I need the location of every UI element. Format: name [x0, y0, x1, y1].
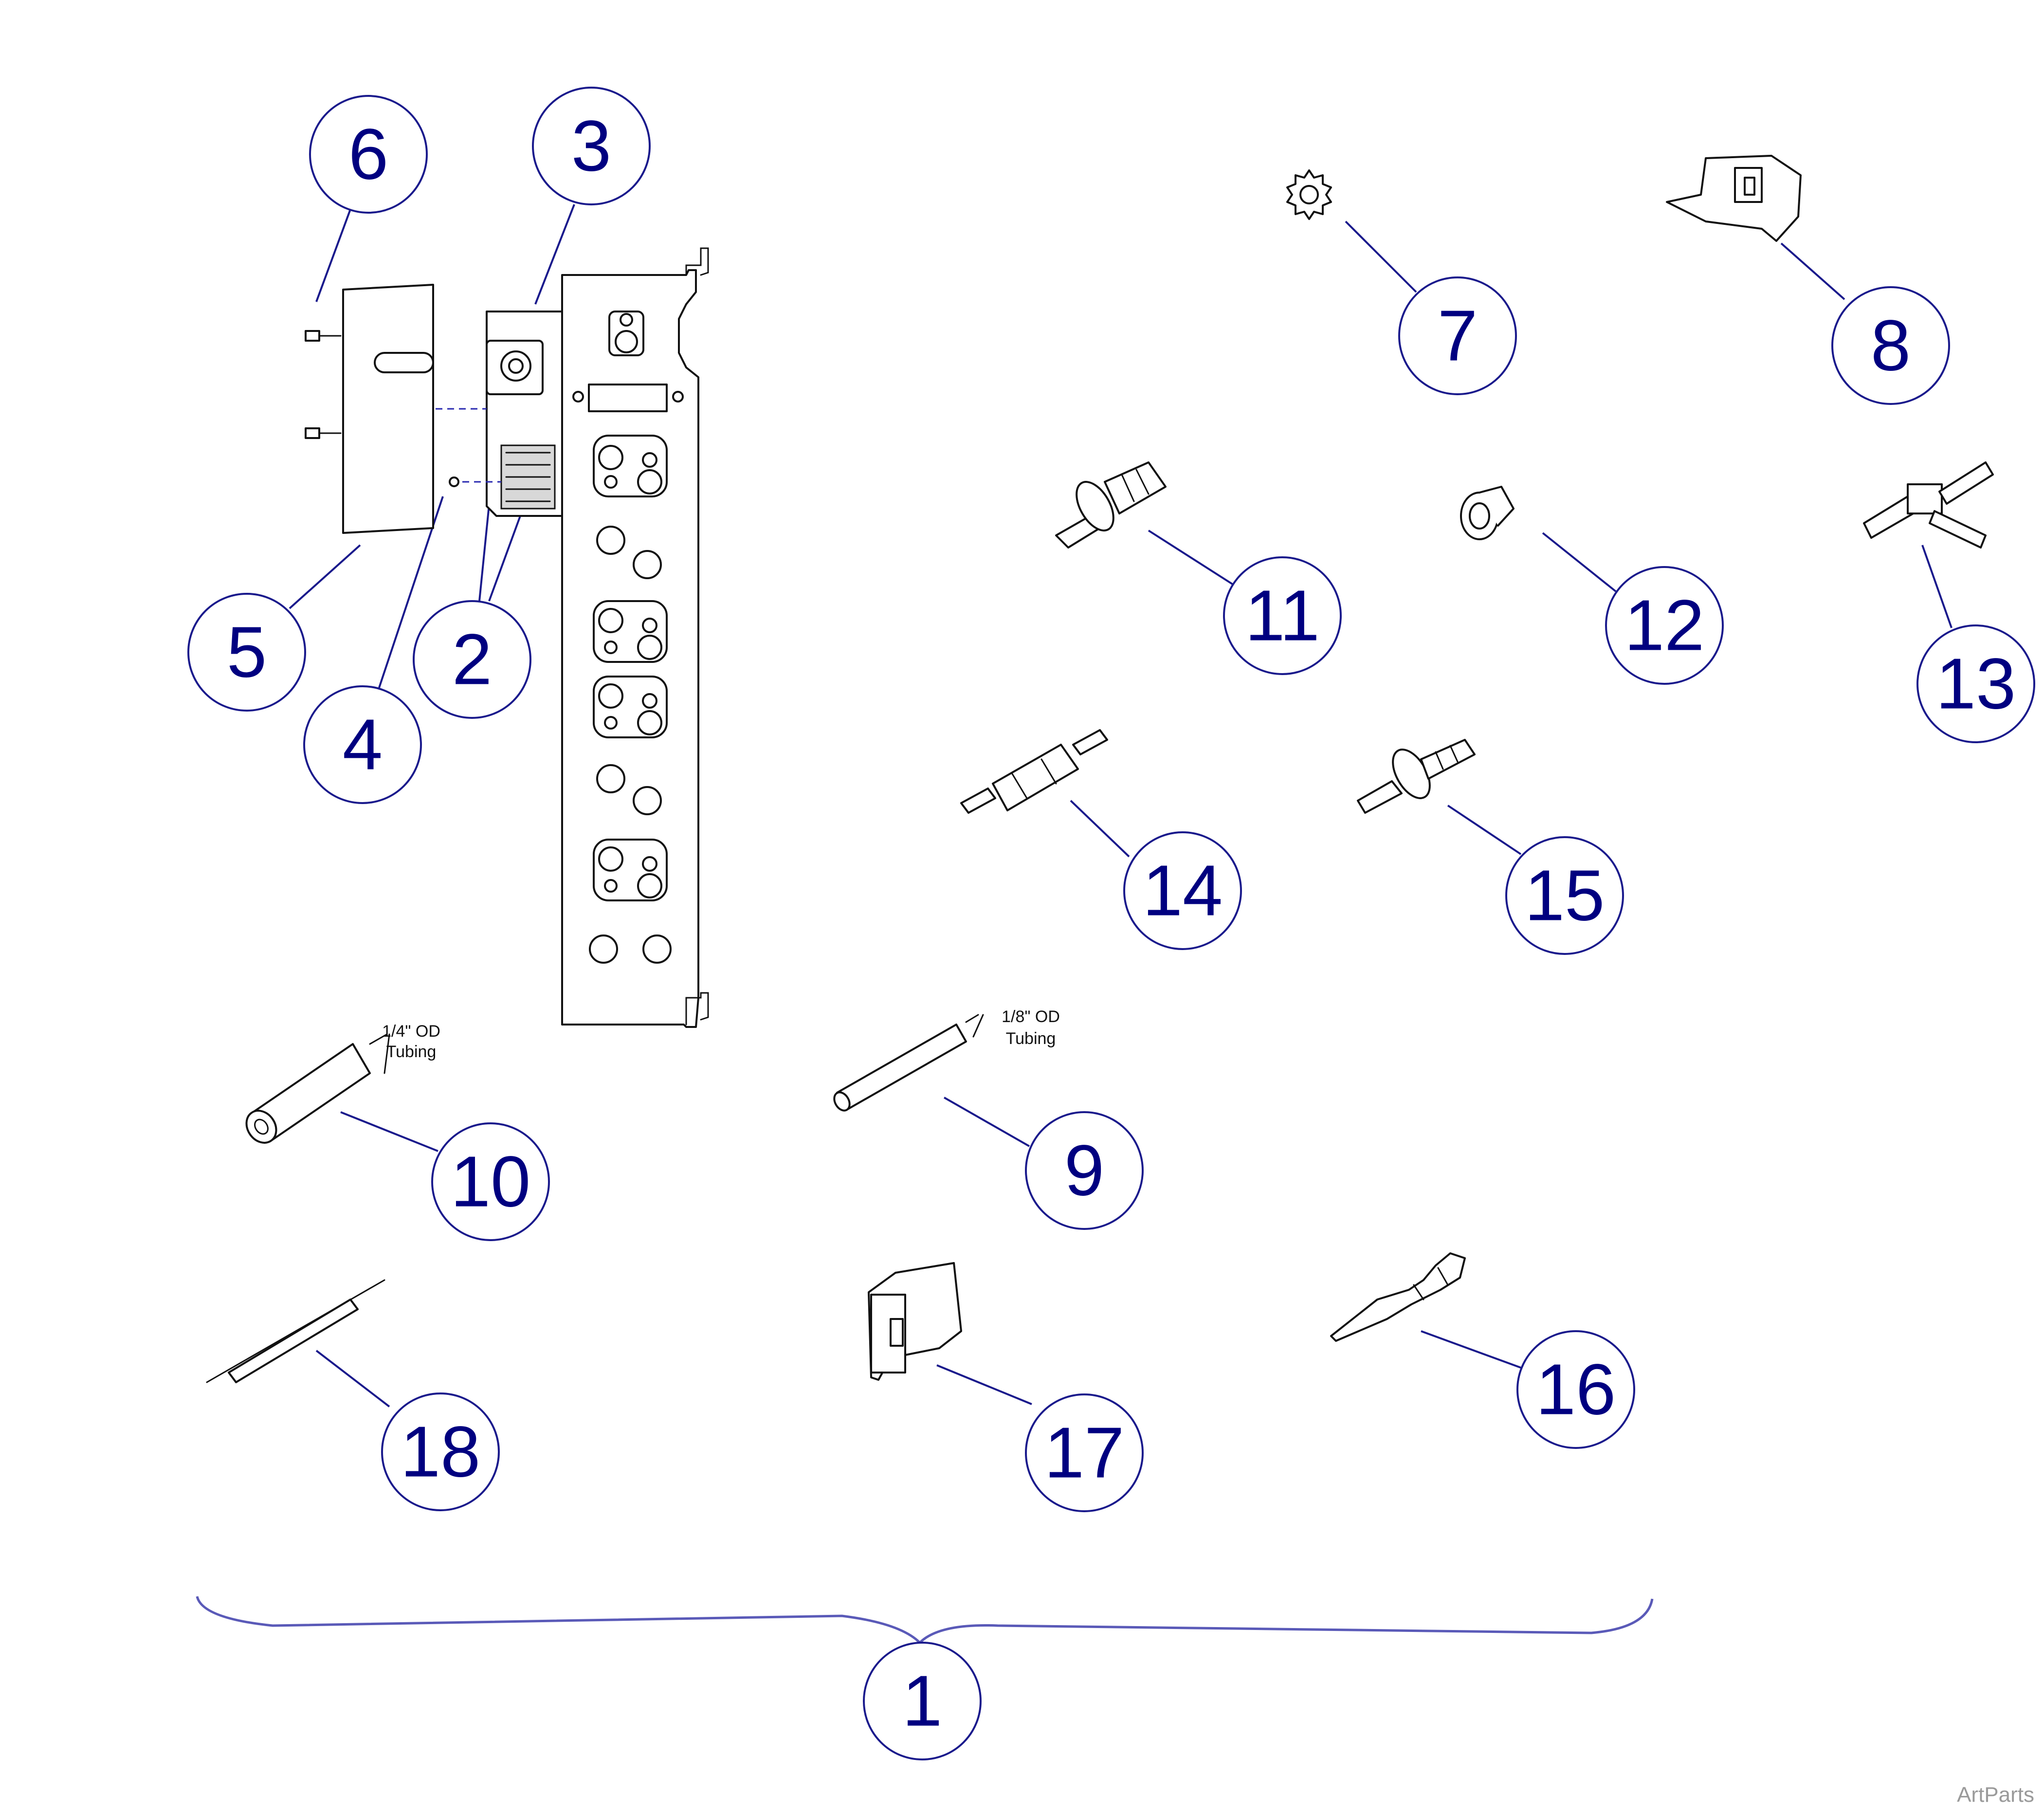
manifold-panel: [561, 247, 709, 1028]
leader-14: [1070, 800, 1130, 858]
kit-brace: [196, 1596, 1654, 1645]
tee-fitting: [1863, 461, 1994, 549]
callout-13: 13: [1916, 624, 2035, 743]
callout-1-label: 1: [902, 1661, 942, 1741]
connector-housing: [868, 1262, 962, 1381]
leader-13: [1921, 545, 1953, 628]
leader-4: [376, 496, 444, 694]
callout-6: 6: [309, 95, 428, 214]
barb-fitting-a: [1055, 461, 1167, 549]
callout-10-label: 10: [451, 1142, 531, 1222]
barb-fitting-b: [1357, 739, 1476, 814]
leader-7: [1345, 220, 1417, 293]
valve-cluster-2: [593, 600, 668, 663]
clip-part: [1666, 155, 1802, 242]
leader-17: [936, 1364, 1032, 1405]
callout-13-label: 13: [1936, 644, 2016, 724]
callout-9: 9: [1025, 1111, 1144, 1230]
cover-plate: [342, 284, 501, 534]
leader-6: [315, 209, 351, 302]
screw-lower: [305, 427, 342, 439]
callout-14-label: 14: [1143, 851, 1223, 931]
screw-upper: [305, 330, 342, 342]
callout-15: 15: [1505, 836, 1624, 955]
callout-3: 3: [532, 87, 651, 205]
leader-2b: [488, 501, 527, 602]
callout-4: 4: [303, 685, 422, 804]
valve-cluster-3: [593, 676, 668, 738]
leader-3: [534, 204, 575, 305]
callout-15-label: 15: [1525, 856, 1605, 936]
callout-7-label: 7: [1438, 296, 1478, 376]
tubing-eighth-label-line1: 1/8" OD: [1002, 1007, 1060, 1026]
callout-8-label: 8: [1871, 306, 1911, 386]
callout-9-label: 9: [1064, 1131, 1104, 1211]
side-bracket: [486, 311, 563, 517]
callout-5-label: 5: [227, 612, 267, 693]
callout-8: 8: [1831, 286, 1950, 405]
screw-small: [449, 476, 459, 487]
star-washer: [1286, 169, 1332, 220]
tubing-quarter-label-line2: Tubing: [386, 1043, 437, 1061]
callout-4-label: 4: [343, 705, 383, 785]
callout-2-label: 2: [452, 620, 492, 700]
callout-12: 12: [1605, 566, 1724, 685]
callout-1: 1: [863, 1642, 982, 1760]
leader-9: [944, 1097, 1030, 1147]
callout-17-label: 17: [1044, 1413, 1125, 1493]
tubing-eighth-label-line2: Tubing: [1006, 1029, 1056, 1048]
callout-6-label: 6: [348, 114, 388, 195]
leader-5: [289, 544, 361, 609]
callout-5: 5: [187, 593, 306, 712]
callout-7: 7: [1398, 276, 1517, 395]
tube-cap: [1460, 486, 1515, 540]
leader-15: [1447, 805, 1522, 855]
tubing-quarter-label-line1: 1/4" OD: [382, 1022, 440, 1041]
crimp-pin: [1330, 1252, 1466, 1342]
callout-2: 2: [413, 600, 531, 719]
tubing-eighth: [833, 1014, 984, 1112]
leader-11: [1148, 530, 1237, 587]
watermark-text: ArtParts: [1957, 1783, 2034, 1807]
callout-18: 18: [381, 1392, 500, 1511]
valve-cluster-1: [593, 435, 668, 497]
callout-11: 11: [1223, 556, 1342, 675]
callout-16-label: 16: [1536, 1350, 1616, 1430]
callout-11-label: 11: [1245, 576, 1320, 656]
callout-10: 10: [431, 1122, 550, 1241]
callout-12-label: 12: [1624, 586, 1705, 666]
valve-cluster-4: [593, 839, 668, 901]
inline-filter: [960, 729, 1108, 814]
callout-3-label: 3: [571, 106, 611, 186]
callout-14: 14: [1123, 831, 1242, 950]
leader-12: [1542, 532, 1617, 592]
wire-sleeve: [206, 1279, 385, 1383]
callout-17: 17: [1025, 1393, 1144, 1512]
leader-10: [340, 1111, 438, 1152]
callout-16: 16: [1516, 1330, 1635, 1449]
leader-16: [1421, 1330, 1521, 1369]
leader-18: [315, 1350, 390, 1408]
callout-18-label: 18: [401, 1412, 481, 1492]
leader-8: [1780, 242, 1845, 300]
tubing-quarter: [245, 1033, 390, 1144]
